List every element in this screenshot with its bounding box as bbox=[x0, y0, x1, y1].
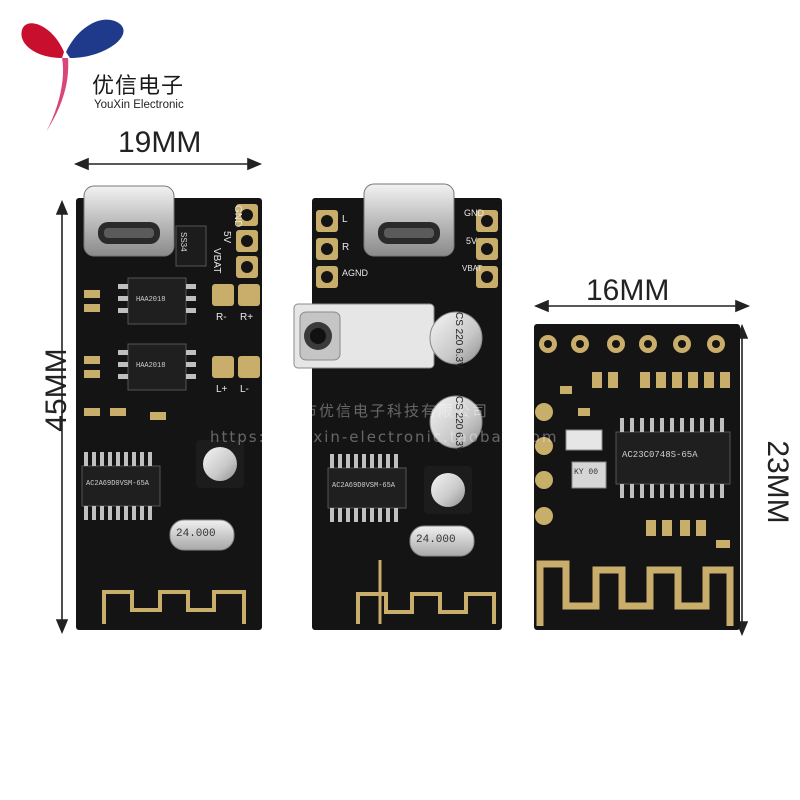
watermark-url: https://youxin-electronic.taobao.com bbox=[210, 428, 559, 446]
dimension-width-small: 16MM bbox=[586, 274, 670, 307]
side-label-l: L bbox=[342, 214, 348, 225]
amp-chip-label-1: HAA2018 bbox=[136, 296, 166, 304]
speaker-label-lminus: L- bbox=[240, 384, 249, 395]
speaker-label-rminus: R- bbox=[216, 312, 227, 323]
chip-label-middle: AC2A69D0VSM-65A bbox=[332, 482, 396, 490]
board-left bbox=[76, 185, 262, 630]
dimension-lines bbox=[55, 157, 751, 637]
speaker-label-rplus: R+ bbox=[240, 312, 254, 323]
mid-pin-label-gnd: GND bbox=[464, 208, 484, 218]
brand-logo bbox=[21, 19, 124, 132]
pin-label-gnd: GND bbox=[232, 205, 243, 228]
pin-label-5v: 5V bbox=[221, 231, 232, 244]
dimension-height-large: 45MM bbox=[40, 348, 73, 432]
brand-name-cn: 优信电子 bbox=[92, 74, 185, 99]
logo-red-petal bbox=[21, 23, 64, 58]
board-middle bbox=[293, 183, 502, 630]
board-right bbox=[534, 324, 740, 630]
crystal-label-right: KY 00 bbox=[574, 468, 599, 477]
amp-chip-label-2: HAA2018 bbox=[136, 362, 166, 370]
crystal-label-middle: 24.000 bbox=[416, 534, 456, 546]
side-label-agnd: AGND bbox=[342, 268, 369, 278]
chip-label-left: AC2A69D0VSM-65A bbox=[86, 480, 150, 488]
brand-name-en: YouXin Electronic bbox=[94, 99, 184, 111]
logo-blue-petal bbox=[66, 19, 124, 58]
mid-pin-label-5v: 5V bbox=[466, 236, 478, 246]
side-label-r: R bbox=[342, 242, 350, 253]
crystal-label-left: 24.000 bbox=[176, 528, 216, 540]
dimension-height-small: 23MM bbox=[761, 440, 794, 524]
chip-label-right: AC23C0748S-65A bbox=[622, 450, 698, 460]
mid-pin-label-vbat: VBAT bbox=[462, 264, 483, 273]
diode-label: SS34 bbox=[179, 232, 188, 252]
capacitor-label-1: CS 220 6.3V bbox=[452, 312, 464, 369]
logo-stem bbox=[46, 58, 69, 132]
watermark-company: 深圳市优信电子科技有限公司 bbox=[268, 402, 490, 420]
speaker-label-lplus: L+ bbox=[216, 384, 228, 395]
pin-label-vbat: VBAT bbox=[211, 248, 222, 274]
dimension-width-large: 19MM bbox=[118, 126, 202, 159]
